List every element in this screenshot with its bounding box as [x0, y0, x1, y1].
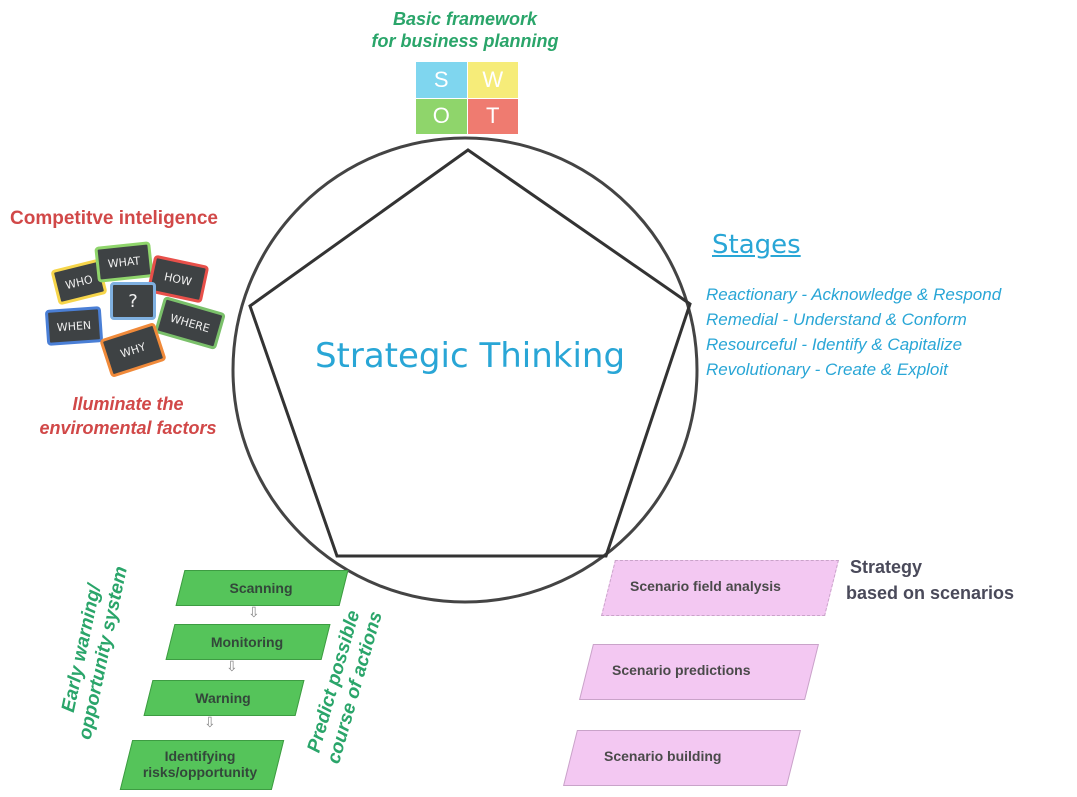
arrow-down-icon: ⇩ [204, 714, 216, 730]
stage-item-resourceful: Resourceful - Identify & Capitalize [706, 335, 963, 354]
swot-title: Basic framework for business planning [330, 8, 600, 52]
swot-title-line2: for business planning [371, 31, 559, 51]
board-why: WHY [99, 322, 167, 378]
outer-circle [231, 136, 699, 604]
stage-item-reactionary: Reactionary - Acknowledge & Respond [706, 285, 1002, 304]
swot-grid: S W O T [416, 62, 518, 134]
swot-cell-o: O [416, 98, 467, 134]
question-boards-image: WHO WHAT HOW ? WHEN WHERE WHY [40, 238, 230, 378]
scenario-label-predictions: Scenario predictions [612, 662, 751, 678]
arrow-down-icon: ⇩ [248, 604, 260, 620]
scenario-label-building: Scenario building [604, 748, 722, 764]
competitive-intelligence-title: Competitve inteligence [10, 208, 218, 229]
ci-subtitle-line1: Iluminate the [72, 394, 184, 414]
arrow-down-icon: ⇩ [226, 658, 238, 674]
step-label-warning: Warning [195, 690, 251, 706]
swot-cell-s: S [416, 62, 467, 98]
swot-cell-w: W [467, 62, 518, 98]
competitive-intelligence-subtitle: Iluminate the enviromental factors [8, 392, 248, 440]
stages-title: Stages [712, 230, 801, 260]
pentagon [248, 148, 692, 558]
strategy-label: Strategy based on scenarios [846, 554, 1014, 606]
board-where: WHERE [154, 295, 226, 351]
strategy-line2: based on scenarios [846, 583, 1015, 603]
stage-item-remedial: Remedial - Understand & Conform [706, 310, 967, 329]
ci-subtitle-line2: enviromental factors [39, 418, 217, 438]
board-what: WHAT [94, 241, 154, 283]
board-how: HOW [146, 254, 210, 304]
board-when: WHEN [44, 306, 104, 346]
swot-cell-t: T [467, 98, 518, 134]
board-question: ? [110, 282, 156, 320]
step-label-monitoring: Monitoring [210, 634, 284, 650]
swot-title-line1: Basic framework [392, 9, 538, 29]
step-label-identifying: Identifying risks/opportunity [142, 748, 258, 780]
strategy-line1: Strategy [850, 557, 923, 577]
step-label-scanning: Scanning [229, 580, 293, 596]
stage-item-revolutionary: Revolutionary - Create & Exploit [706, 360, 948, 379]
center-title: Strategic Thinking [314, 336, 626, 376]
scenario-label-field-analysis: Scenario field analysis [630, 578, 781, 594]
